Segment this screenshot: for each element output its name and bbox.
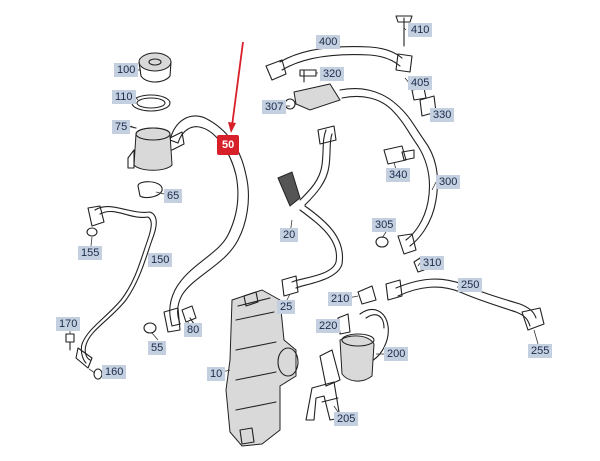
callout-65: 65	[164, 189, 183, 203]
callout-310: 310	[420, 256, 445, 270]
hose-20	[299, 129, 327, 201]
callout-50-highlighted: 50	[217, 135, 240, 155]
hose-300	[339, 87, 439, 247]
callout-250: 250	[458, 278, 483, 292]
callout-110: 110	[112, 90, 136, 104]
callout-400: 400	[316, 35, 341, 49]
callout-150: 150	[148, 253, 173, 267]
thermostat-assembly	[122, 52, 185, 199]
hose-150	[84, 205, 157, 361]
callout-10: 10	[207, 367, 226, 381]
callout-170: 170	[56, 317, 81, 331]
callout-75: 75	[112, 120, 131, 134]
callout-410: 410	[408, 23, 433, 37]
callout-25: 25	[277, 300, 296, 314]
callout-255: 255	[528, 344, 553, 358]
callout-80: 80	[184, 323, 203, 337]
callout-305: 305	[372, 218, 397, 232]
callout-405: 405	[408, 76, 433, 90]
callout-155: 155	[78, 246, 103, 260]
callout-340: 340	[386, 168, 411, 182]
callout-100: 100	[114, 63, 139, 77]
callout-220: 220	[316, 319, 341, 333]
callout-320: 320	[320, 67, 345, 81]
callout-205: 205	[334, 412, 359, 426]
hose-400	[279, 46, 403, 63]
callout-200: 200	[384, 347, 409, 361]
callout-330: 330	[430, 108, 455, 122]
highlight-arrowhead	[228, 122, 236, 133]
callout-307: 307	[262, 100, 287, 114]
callout-55: 55	[148, 341, 167, 355]
callout-160: 160	[102, 365, 127, 379]
callout-210: 210	[328, 292, 353, 306]
highlight-arrow	[231, 41, 244, 127]
callout-20: 20	[280, 228, 299, 242]
callout-300: 300	[436, 175, 461, 189]
